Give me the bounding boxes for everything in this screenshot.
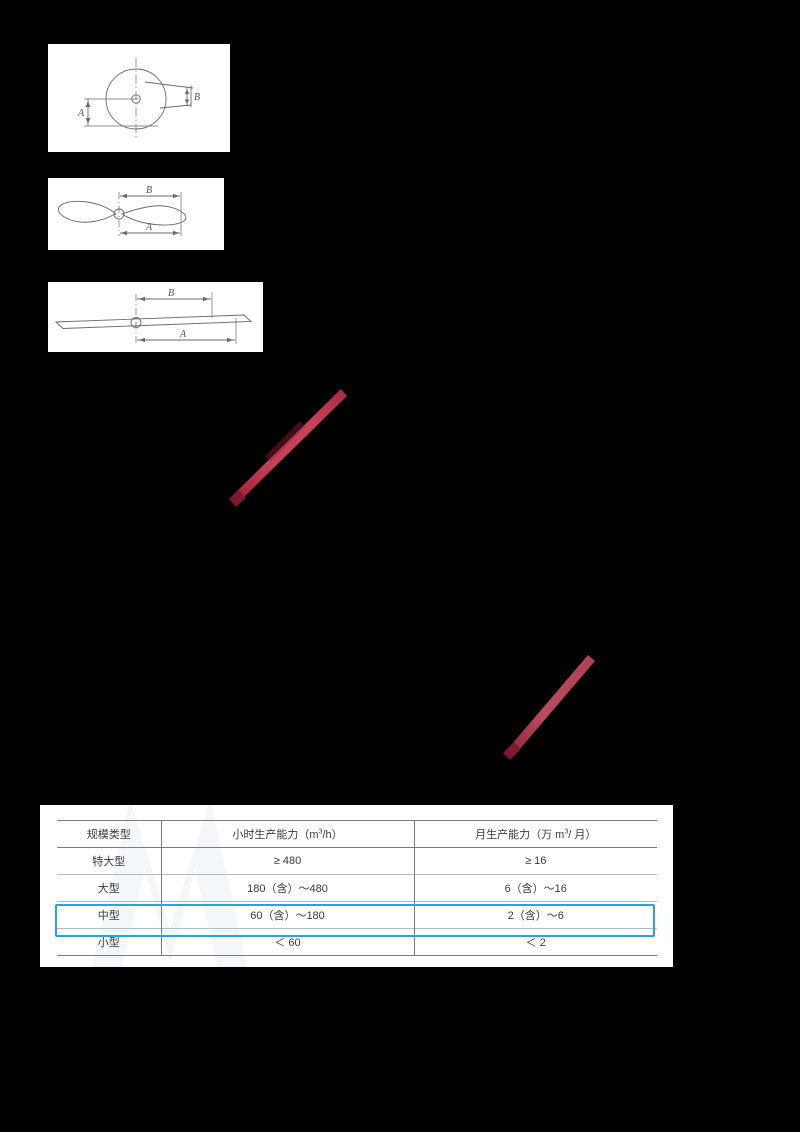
- label-b-fig1: B: [194, 92, 200, 103]
- table-row: 小型 ＜ 60 ＜ 2: [57, 928, 657, 956]
- header-scale-type: 规模类型: [57, 820, 162, 848]
- cell-monthly: 6（含）～16: [504, 883, 567, 895]
- header-monthly-superscript: 3: [564, 828, 569, 836]
- label-a-fig3: A: [179, 329, 187, 340]
- header-monthly-capacity: 月生产能力（万 m3/ 月）: [414, 821, 657, 848]
- header-hourly-capacity: 小时生产能力（m3/h）: [161, 820, 415, 848]
- cell-monthly: ≥ 16: [525, 855, 547, 867]
- header-hourly-superscript: 3: [318, 828, 323, 836]
- label-a-fig1: A: [77, 108, 85, 119]
- table-row-highlighted: 中型 60（含）～180 2（含）～6: [57, 901, 657, 929]
- red-stroke-lower: [503, 655, 595, 760]
- cell-scale-type: 中型: [57, 901, 162, 929]
- flat-blade-diagram: B A: [54, 288, 253, 346]
- table-header-row: 规模类型 小时生产能力（m3/h） 月生产能力（万 m3/ 月）: [57, 820, 657, 848]
- figure-flat-blade: B A: [48, 282, 263, 352]
- cell-hourly: ＜ 60: [161, 928, 415, 956]
- cell-scale-type: 特大型: [57, 847, 162, 875]
- header-hourly-suffix: /h）: [322, 829, 343, 841]
- cell-scale-type: 小型: [57, 928, 162, 956]
- label-a-fig2: A: [145, 222, 153, 233]
- table-row: 大型 180（含）～480 6（含）～16: [57, 874, 657, 902]
- header-monthly-prefix: 月生产能力（万 m: [475, 829, 565, 841]
- header-monthly-suffix: / 月）: [568, 829, 597, 841]
- cell-hourly: 180（含）～480: [161, 874, 415, 902]
- table-row: 特大型 ≥ 480 ≥ 16: [57, 847, 657, 875]
- cell-monthly: ＜ 2: [525, 937, 546, 949]
- red-stroke-upper: [229, 389, 347, 507]
- header-hourly-prefix: 小时生产能力（m: [232, 829, 319, 841]
- disc-rotor-diagram: A B: [77, 58, 200, 140]
- cell-hourly: 60（含）～180: [161, 901, 415, 929]
- propeller-diagram: B A: [58, 185, 187, 236]
- cell-hourly: ≥ 480: [161, 847, 415, 875]
- figure-propeller: B A: [48, 178, 224, 250]
- label-b-fig2: B: [146, 185, 152, 196]
- label-b-fig3: B: [168, 288, 174, 299]
- capacity-table-panel: 规模类型 小时生产能力（m3/h） 月生产能力（万 m3/ 月） 特大型 ≥ 4…: [40, 805, 673, 967]
- cell-monthly: 2（含）～6: [507, 910, 564, 922]
- capacity-table: 规模类型 小时生产能力（m3/h） 月生产能力（万 m3/ 月） 特大型 ≥ 4…: [57, 820, 657, 956]
- figure-disc-rotor: A B: [48, 44, 230, 152]
- cell-scale-type: 大型: [57, 874, 162, 902]
